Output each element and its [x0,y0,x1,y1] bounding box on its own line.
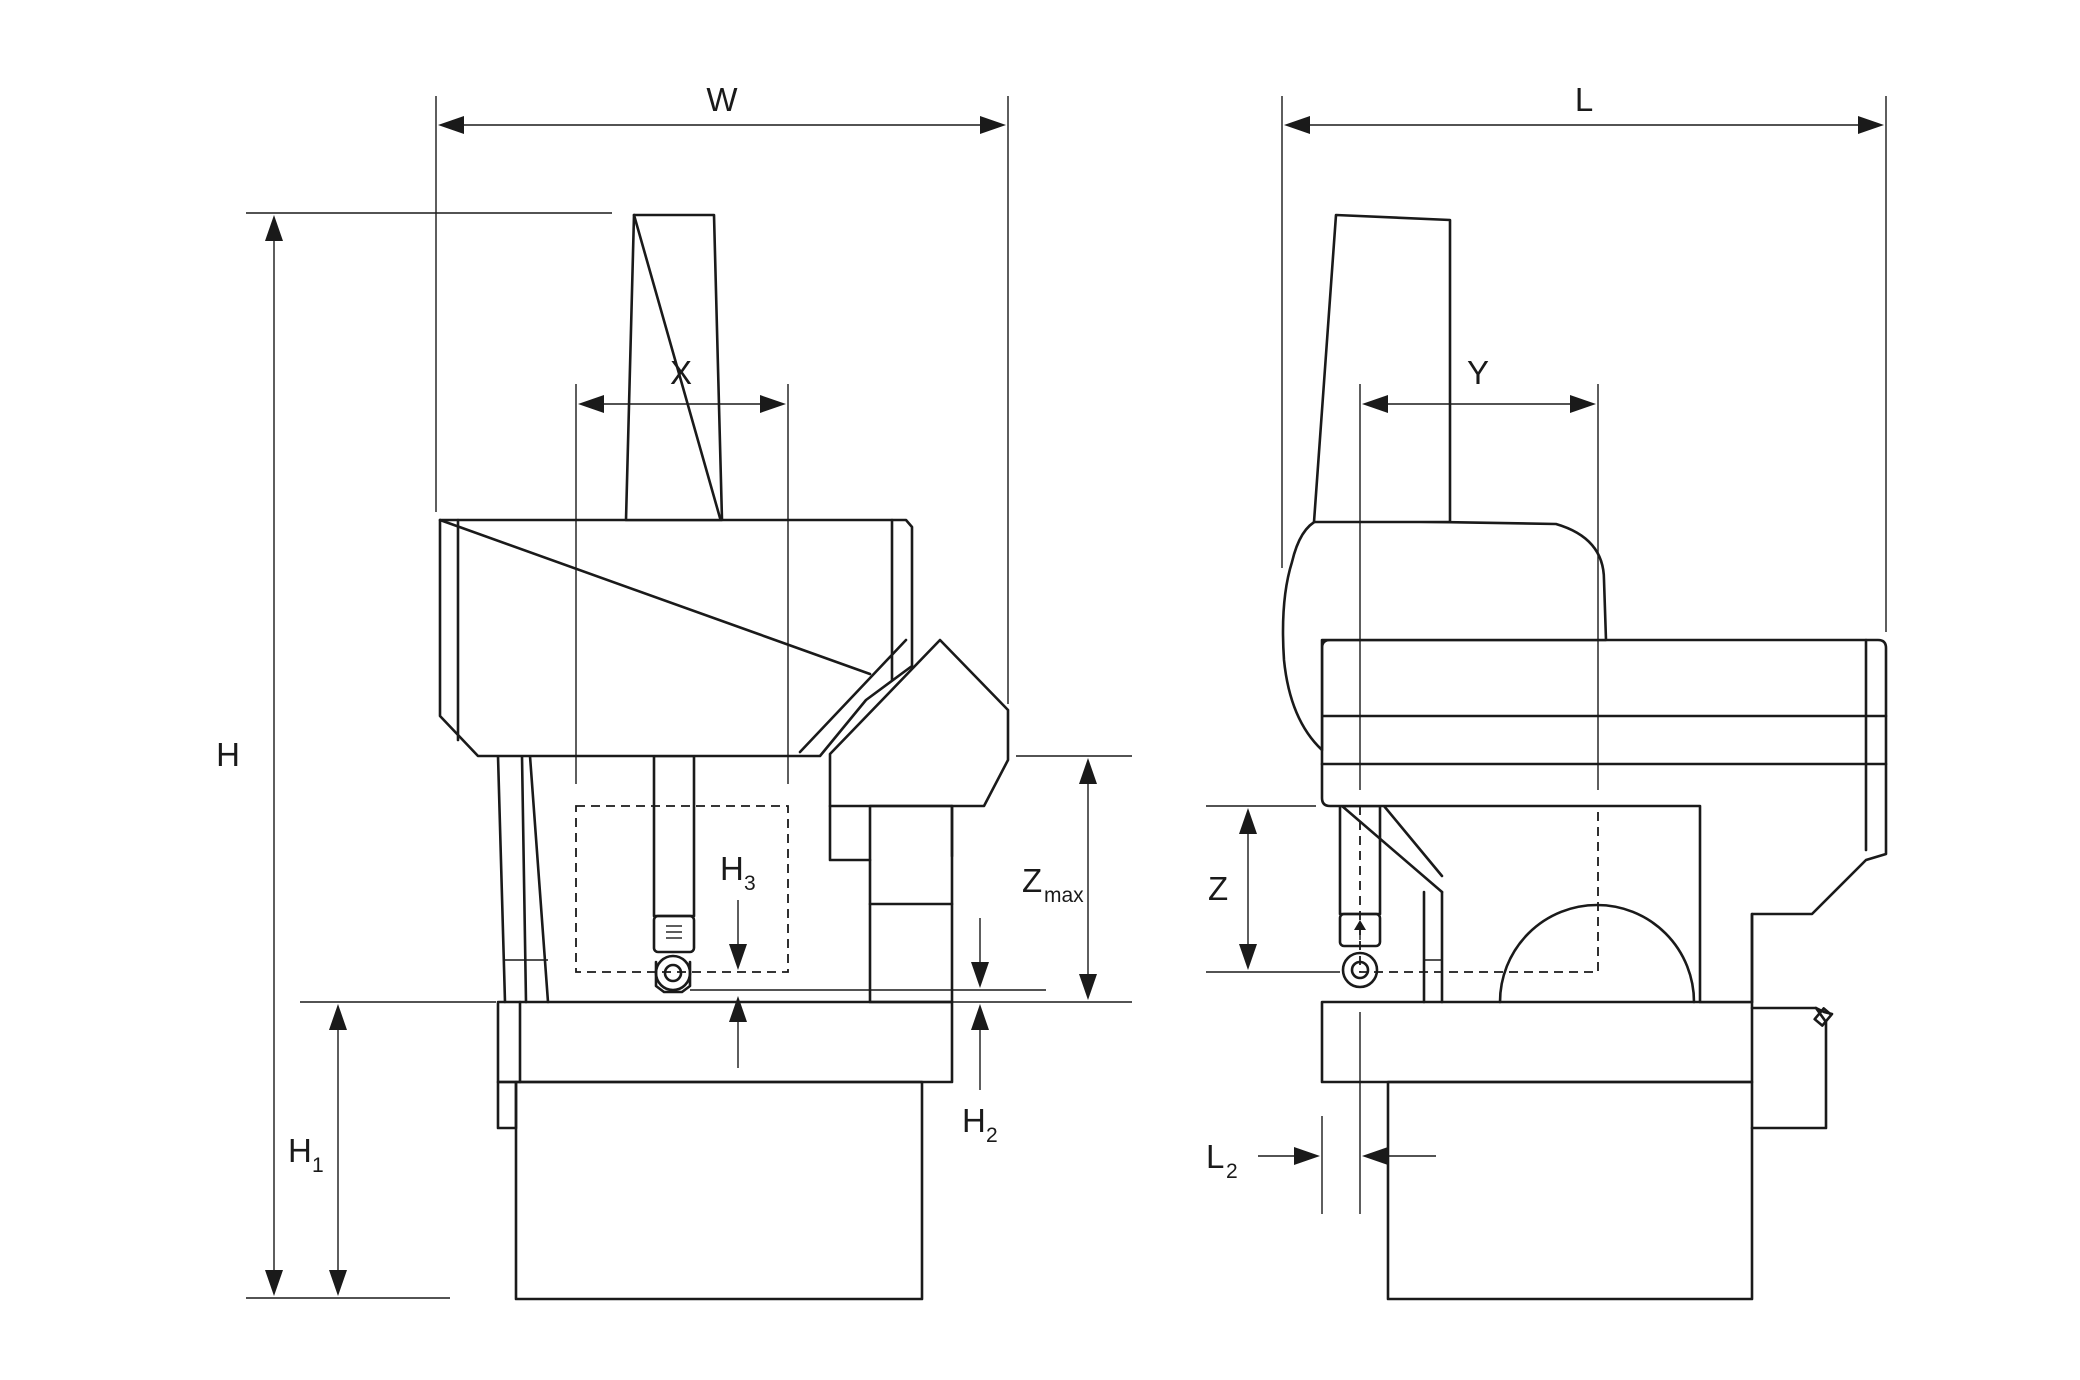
zmax-arrow-top [1079,758,1097,784]
front-probe-housing [654,960,692,994]
h-arrow-top [265,215,283,241]
l2-arrow-right [1362,1147,1388,1165]
front-carriage-edge [798,638,908,754]
y-arrow-left [1362,395,1388,413]
l-arrow-left [1284,116,1310,134]
h1-label: H [288,1132,312,1169]
h2-label: H [962,1102,986,1139]
z-label: Z [1208,870,1228,907]
side-controller-box [1750,1006,1828,1130]
x-label: X [670,354,692,391]
side-leg-diagonal [1340,804,1444,894]
l2-subscript: 2 [1226,1160,1238,1183]
z-arrow-bottom [1239,944,1257,970]
zmax-label: Z [1022,862,1042,899]
side-dimensions: L Y Z L 2 [1206,81,1887,1214]
x-arrow-right [760,395,786,413]
side-measuring-volume [1359,806,1599,973]
h2-arrow-up [971,1004,989,1030]
h-label: H [216,736,240,773]
front-base-pedestal [514,1080,924,1301]
l-label: L [1575,81,1593,118]
x-arrow-left [578,395,604,413]
front-bridge-beam [438,518,914,758]
side-crossbeam [1320,638,1888,1004]
side-support-leg [1422,890,1444,1004]
w-arrow-left [438,116,464,134]
side-view [1281,213,1888,1301]
zmax-subscript: max [1044,884,1084,907]
h3-label: H [720,850,744,887]
h3-arrow-down [729,944,747,970]
h1-arrow-bottom [329,1270,347,1296]
front-measuring-volume [575,805,789,973]
l-arrow-right [1858,116,1884,134]
side-base-pedestal [1386,1080,1754,1301]
z-arrow-top [1239,808,1257,834]
h3-arrow-up [729,996,747,1022]
front-dimensions: W X H H 1 H 3 H 2 [216,81,1132,1299]
front-base-foot [496,1080,518,1130]
h3-subscript: 3 [744,872,756,895]
y-arrow-right [1570,395,1596,413]
h-arrow-bottom [265,1270,283,1296]
zmax-arrow-bottom [1079,974,1097,1000]
side-probe-mark-arrow [1354,920,1366,930]
front-granite-table [496,1000,954,1084]
side-rotary-dome [1498,903,1696,1004]
side-leg-diagonal [1382,804,1444,878]
front-probe-tip [654,954,692,992]
h1-arrow-top [329,1004,347,1030]
side-tower [1312,213,1452,524]
front-carriage-lower [828,804,872,862]
w-arrow-right [980,116,1006,134]
front-z-ram [652,754,696,918]
h2-subscript: 2 [986,1124,998,1147]
h1-subscript: 1 [312,1154,324,1177]
l2-arrow-left [1294,1147,1320,1165]
front-beam-diagonal [438,518,872,676]
front-tower-diagonal [632,213,722,520]
front-probe-head [652,914,696,954]
side-crossbeam-gap-mask [1702,808,1750,1000]
y-label: Y [1467,354,1489,391]
front-view [438,213,1010,1301]
front-probe-tip-inner [663,963,683,983]
w-label: W [706,81,738,118]
front-bridge-left-leg [496,754,550,1004]
side-granite-table [1320,1000,1754,1084]
side-controller-knob-cap [1813,1007,1833,1027]
l2-label: L [1206,1138,1224,1175]
side-probe-tip [1341,951,1379,989]
h2-arrow-down [971,962,989,988]
